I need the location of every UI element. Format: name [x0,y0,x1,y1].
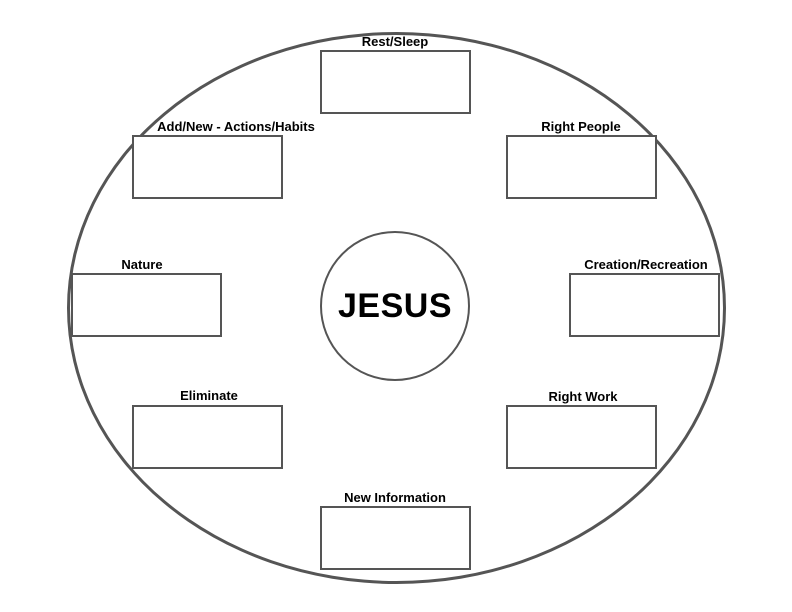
center-circle: JESUS [320,231,470,381]
center-label: JESUS [338,286,452,325]
label-add-new-actions-habits: Add/New - Actions/Habits [157,119,315,134]
label-creation-recreation: Creation/Recreation [584,257,708,272]
label-nature: Nature [121,257,163,272]
box-right-work[interactable] [506,405,657,469]
label-right-people: Right People [541,119,621,134]
label-rest-sleep: Rest/Sleep [361,34,429,49]
box-nature[interactable] [71,273,222,337]
box-new-information[interactable] [320,506,471,570]
box-rest-sleep[interactable] [320,50,471,114]
box-right-people[interactable] [506,135,657,199]
label-eliminate: Eliminate [180,388,238,403]
box-eliminate[interactable] [132,405,283,469]
box-creation-recreation[interactable] [569,273,720,337]
box-add-new-actions-habits[interactable] [132,135,283,199]
label-new-information: New Information [344,490,446,505]
label-right-work: Right Work [548,389,618,404]
outer-ellipse [67,32,726,584]
